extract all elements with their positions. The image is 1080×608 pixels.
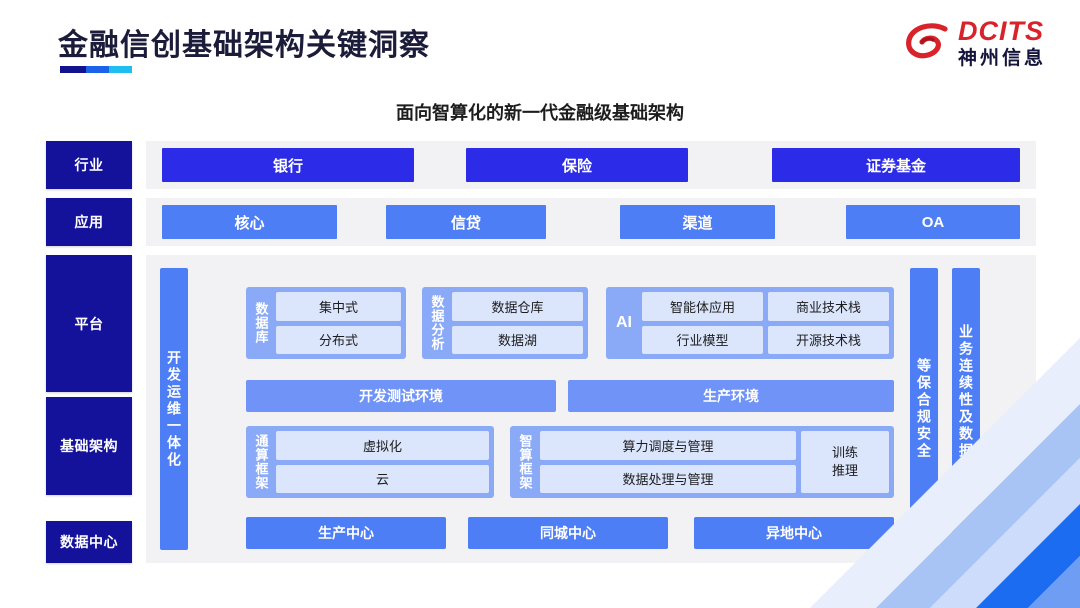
cell-cloud[interactable]: 云: [276, 464, 489, 493]
platform-panel: 开发运维一体化 等保合规安全 业务连续性及数据保护 数据库 集中式 分布式 数据…: [146, 255, 1036, 563]
cell-ai-opensource-stack[interactable]: 开源技术栈: [768, 325, 889, 354]
cell-compute-scheduling[interactable]: 算力调度与管理: [540, 431, 796, 460]
datacenter-chip-remote[interactable]: 异地中心: [694, 517, 894, 549]
rail-label-application: 应用: [46, 198, 132, 246]
datacenter-chip-production[interactable]: 生产中心: [246, 517, 446, 549]
group-database: 数据库 集中式 分布式: [246, 287, 406, 359]
cell-train-inference-line1: 训练: [831, 445, 858, 461]
group-ai: AI 智能体应用 商业技术栈 行业模型 开源技术栈: [606, 287, 894, 359]
page-header: 金融信创基础架构关键洞察 DCITS 神州信息: [0, 0, 1080, 92]
cell-database-centralized[interactable]: 集中式: [276, 292, 401, 321]
group-database-label: 数据库: [253, 302, 269, 344]
diagram-subtitle: 面向智算化的新一代金融级基础架构: [396, 103, 684, 123]
industry-panel: 银行 保险 证券基金: [146, 141, 1036, 189]
bar-production-environment[interactable]: 生产环境: [568, 380, 894, 412]
rail-label-industry: 行业: [46, 141, 132, 189]
group-intelligent-computing-label: 智算框架: [517, 434, 533, 490]
datacenter-chip-metro[interactable]: 同城中心: [468, 517, 668, 549]
cell-virtualization[interactable]: 虚拟化: [276, 431, 489, 460]
industry-chip-securities[interactable]: 证券基金: [772, 148, 1020, 182]
cell-data-processing[interactable]: 数据处理与管理: [540, 464, 796, 493]
application-chip-channel[interactable]: 渠道: [620, 205, 775, 239]
application-panel: 核心 信贷 渠道 OA: [146, 198, 1036, 246]
sidebar-devops-bar: 开发运维一体化: [160, 268, 188, 550]
rule-segment-light: [109, 66, 132, 73]
rail-label-infrastructure: 基础架构: [46, 397, 132, 495]
layer-rail: 行业 应用 平台 基础架构 数据中心: [46, 141, 132, 571]
application-chip-oa[interactable]: OA: [846, 205, 1020, 239]
sidebar-compliance-bar: 等保合规安全: [910, 268, 938, 550]
cell-ai-commercial-stack[interactable]: 商业技术栈: [768, 292, 889, 321]
industry-chip-insurance[interactable]: 保险: [466, 148, 688, 182]
architecture-diagram: 行业 应用 平台 基础架构 数据中心 银行 保险 证券基金 核心 信贷 渠道 O…: [46, 141, 1036, 571]
logo-text-en: DCITS: [957, 16, 1044, 46]
application-chip-core[interactable]: 核心: [162, 205, 337, 239]
cell-ai-industry-model[interactable]: 行业模型: [642, 325, 763, 354]
rule-segment-dark: [60, 66, 86, 73]
group-general-computing-framework: 通算框架 虚拟化 云: [246, 426, 494, 498]
brand-logo: DCITS 神州信息: [904, 18, 1046, 68]
industry-chip-bank[interactable]: 银行: [162, 148, 414, 182]
sidebar-continuity-bar: 业务连续性及数据保护: [952, 268, 980, 550]
group-intelligent-computing-framework: 智算框架 算力调度与管理 数据处理与管理 训练 推理: [510, 426, 894, 498]
cell-database-distributed[interactable]: 分布式: [276, 325, 401, 354]
cell-ai-agent-app[interactable]: 智能体应用: [642, 292, 763, 321]
title-underline-rule: [60, 66, 132, 73]
logo-text-cn: 神州信息: [957, 48, 1046, 69]
rail-label-datacenter: 数据中心: [46, 521, 132, 563]
swoosh-logo-icon: [904, 20, 950, 66]
cell-train-inference-line2: 推理: [831, 463, 858, 478]
page-title: 金融信创基础架构关键洞察: [58, 29, 430, 62]
group-analytics-label: 数据分析: [429, 295, 445, 351]
rail-label-platform: 平台: [46, 255, 132, 392]
group-general-computing-label: 通算框架: [253, 434, 269, 490]
bar-dev-test-environment[interactable]: 开发测试环境: [246, 380, 556, 412]
cell-train-inference[interactable]: 训练 推理: [801, 431, 889, 493]
application-chip-credit[interactable]: 信贷: [386, 205, 546, 239]
rule-segment-mid: [86, 66, 109, 73]
group-ai-label: AI: [616, 314, 632, 331]
cell-analytics-lake[interactable]: 数据湖: [452, 325, 583, 354]
cell-analytics-warehouse[interactable]: 数据仓库: [452, 292, 583, 321]
group-analytics: 数据分析 数据仓库 数据湖: [422, 287, 588, 359]
